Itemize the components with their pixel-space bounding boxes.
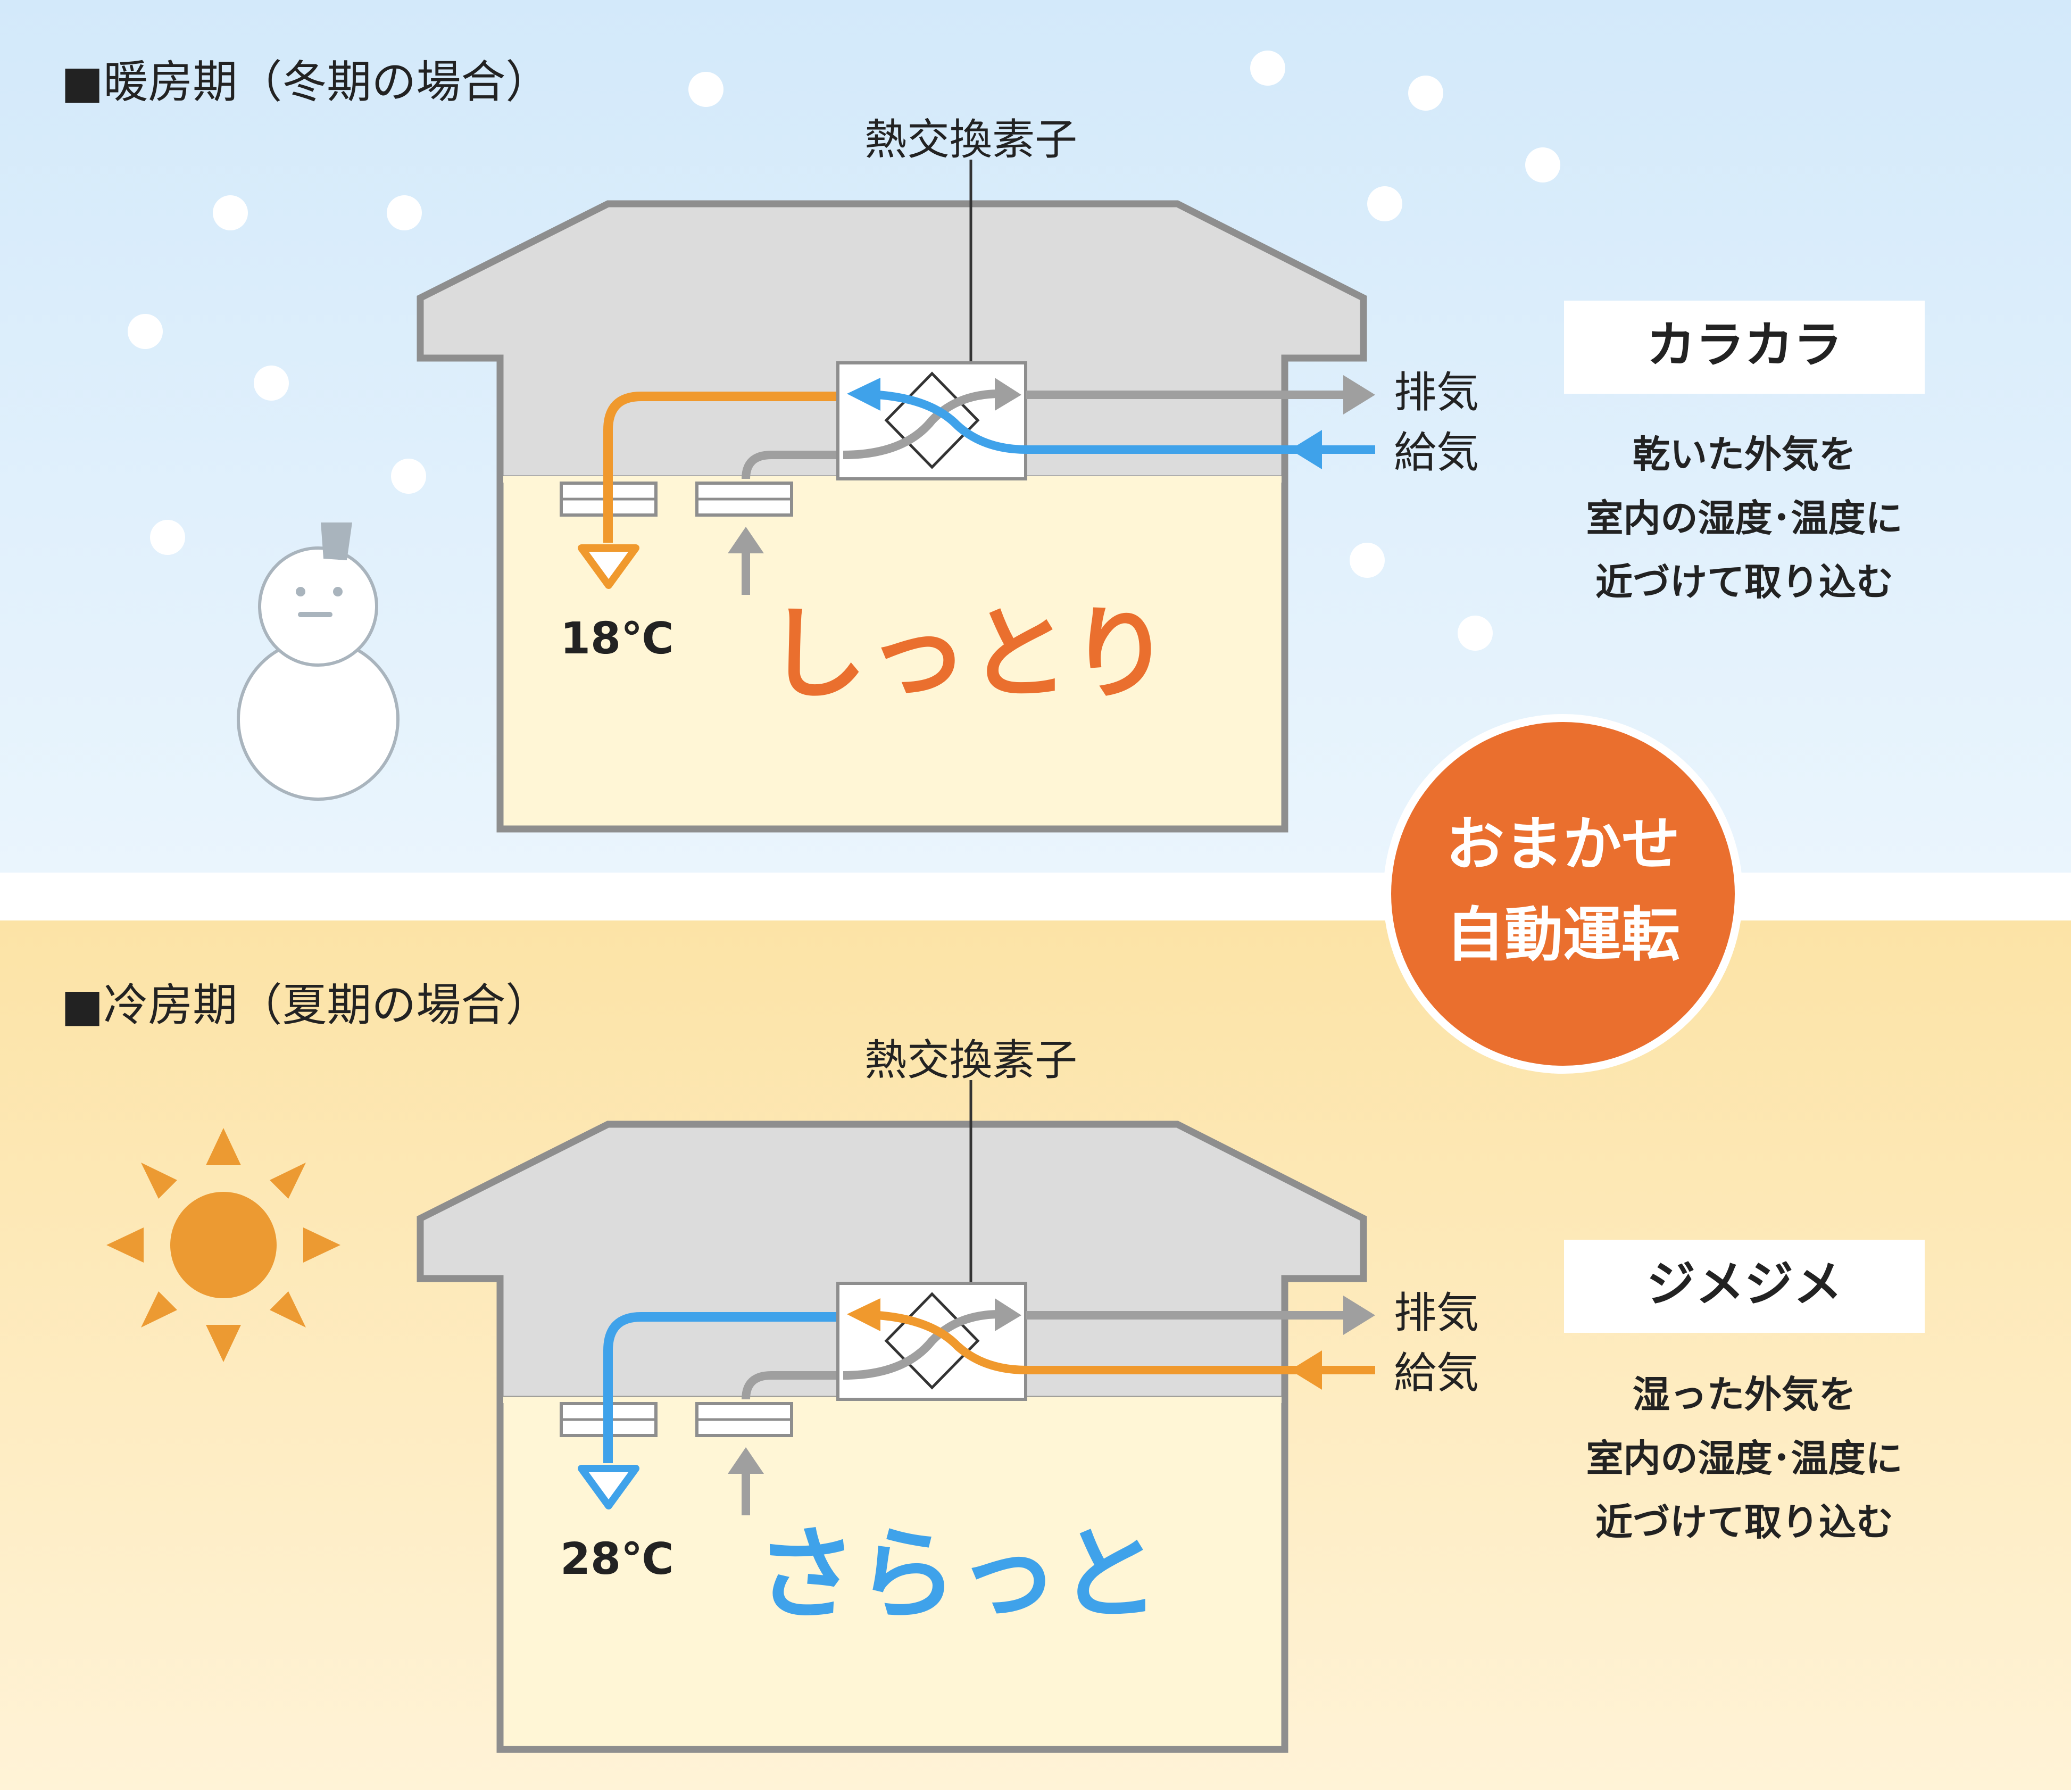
- winter-room: [496, 475, 1288, 833]
- winter-exhaust-label: 排気: [1394, 368, 1479, 417]
- winter-outside-label-box: [1564, 301, 1925, 394]
- winter-element-label: 熱交換素子: [864, 115, 1077, 164]
- summer-outside-label: ジメジメ: [1646, 1256, 1842, 1313]
- winter-feel-word: しっとり: [766, 595, 1170, 713]
- winter-supply-arrow: [578, 544, 639, 589]
- summer-house: [417, 1121, 1367, 1753]
- summer-room-temp: 28℃: [560, 1534, 673, 1584]
- summer-element-label: 熱交換素子: [864, 1035, 1077, 1085]
- badge-line2: 自動運転: [1446, 901, 1680, 969]
- snowman-icon: [237, 522, 400, 801]
- winter-section-title: ■暖房期（冬期の場合）: [61, 56, 550, 108]
- winter-intake-arrow: [1290, 430, 1322, 469]
- summer-exhaust-arrow: [1343, 1296, 1375, 1335]
- winter-room-temp: 18℃: [560, 613, 673, 664]
- summer-exhaust-label: 排気: [1394, 1288, 1479, 1338]
- summer-room: [496, 1396, 1288, 1753]
- winter-desc-line2: 室内の湿度･温度に: [1586, 496, 1903, 540]
- summer-outside-label-box: [1564, 1240, 1925, 1333]
- summer-desc-line1: 湿った外気を: [1633, 1373, 1856, 1416]
- summer-section-title: ■冷房期（夏期の場合）: [61, 979, 550, 1031]
- winter-supply-label: 給気: [1394, 428, 1479, 477]
- winter-supply-duct: [603, 392, 841, 543]
- winter-exhaust-arrow: [1343, 375, 1375, 414]
- summer-intake-arrow: [1290, 1350, 1322, 1390]
- winter-section: ■暖房期（冬期の場合）: [61, 51, 1925, 833]
- badge-line1: おまかせ: [1446, 810, 1680, 878]
- winter-desc-line1: 乾いた外気を: [1633, 433, 1856, 476]
- summer-feel-word: さらっと: [755, 1516, 1160, 1633]
- snowflakes-icon: [128, 51, 1560, 651]
- summer-desc-line2: 室内の湿度･温度に: [1586, 1437, 1903, 1480]
- winter-outside-label: カラカラ: [1646, 317, 1842, 374]
- summer-supply-arrow: [578, 1465, 639, 1509]
- auto-mode-badge: おまかせ 自動運転: [1383, 714, 1743, 1074]
- summer-supply-duct: [603, 1312, 841, 1463]
- divider-band: [0, 873, 2071, 920]
- sun-icon: [106, 1128, 340, 1362]
- winter-desc-line3: 近づけて取り込む: [1595, 560, 1893, 604]
- summer-desc-line3: 近づけて取り込む: [1595, 1500, 1893, 1544]
- summer-supply-label: 給気: [1394, 1348, 1479, 1398]
- summer-section: ■冷房期（夏期の場合） 熱交換素子: [61, 979, 1925, 1753]
- winter-house: [417, 200, 1367, 833]
